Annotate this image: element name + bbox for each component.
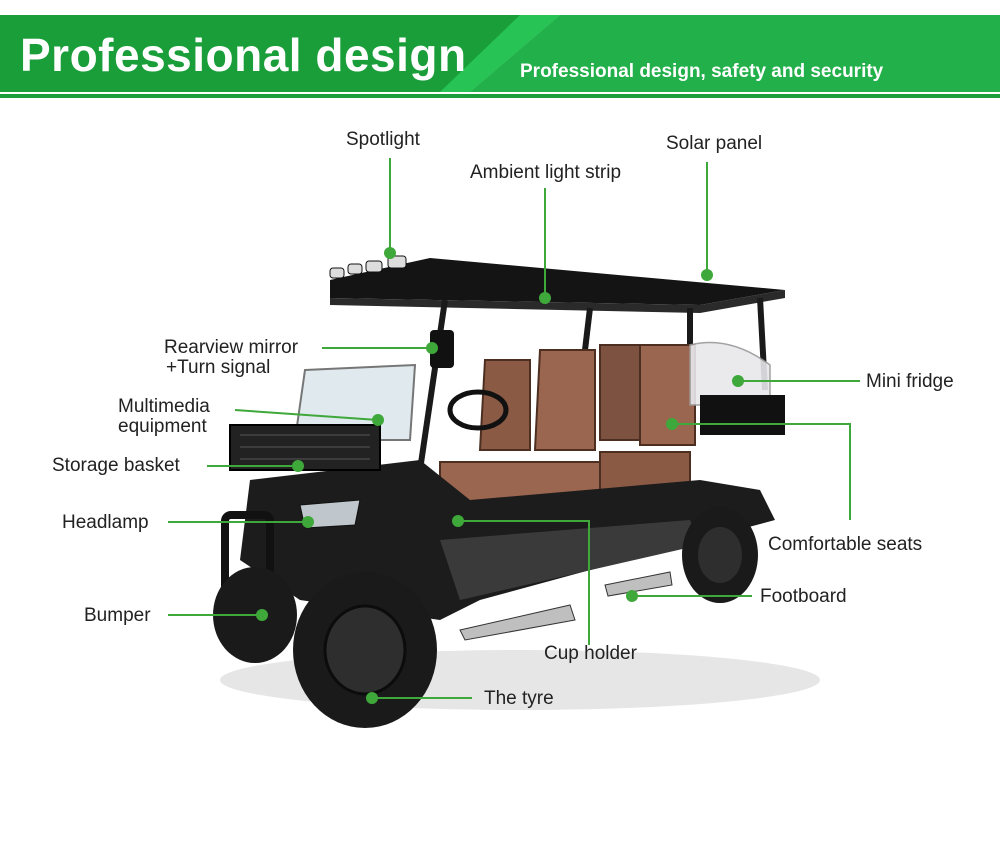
label-multimedia-line1: Multimedia xyxy=(118,396,210,417)
label-rearview-mirror-line1: Rearview mirror xyxy=(164,337,299,358)
label-footboard: Footboard xyxy=(760,586,847,607)
mini-fridge xyxy=(689,341,771,406)
callout-lines xyxy=(168,158,860,699)
roof-pillars xyxy=(417,297,768,471)
label-spotlight: Spotlight xyxy=(346,129,420,150)
label-headlamp: Headlamp xyxy=(62,512,149,533)
rearview-mirror xyxy=(430,330,454,368)
callout-dots xyxy=(256,247,744,704)
footboard-shape xyxy=(459,604,576,641)
label-mini-fridge: Mini fridge xyxy=(866,371,954,392)
roof xyxy=(329,255,785,313)
steering-wheel xyxy=(447,389,509,431)
label-cup-holder: Cup holder xyxy=(544,643,637,664)
label-solar-panel: Solar panel xyxy=(666,133,763,154)
label-rearview-mirror: Rearview mirror +Turn signal xyxy=(164,338,298,378)
header-banner xyxy=(0,0,1000,100)
page-subtitle: Professional design, safety and security xyxy=(520,61,884,82)
page-title: Professional design xyxy=(20,29,467,81)
label-bumper: Bumper xyxy=(84,605,151,626)
seats xyxy=(439,344,696,503)
label-ambient-light-strip: Ambient light strip xyxy=(470,162,622,183)
rear-rack xyxy=(700,395,785,435)
label-multimedia: Multimedia equipment xyxy=(118,397,210,437)
label-rearview-mirror-line2: +Turn signal xyxy=(166,357,271,378)
label-storage-basket: Storage basket xyxy=(52,455,180,476)
tyres xyxy=(213,507,758,728)
windshield xyxy=(293,363,417,441)
label-multimedia-line2: equipment xyxy=(118,416,207,437)
label-comfortable-seats: Comfortable seats xyxy=(768,534,923,555)
label-tyre: The tyre xyxy=(484,688,554,709)
footboard-shape-rear xyxy=(604,571,673,597)
